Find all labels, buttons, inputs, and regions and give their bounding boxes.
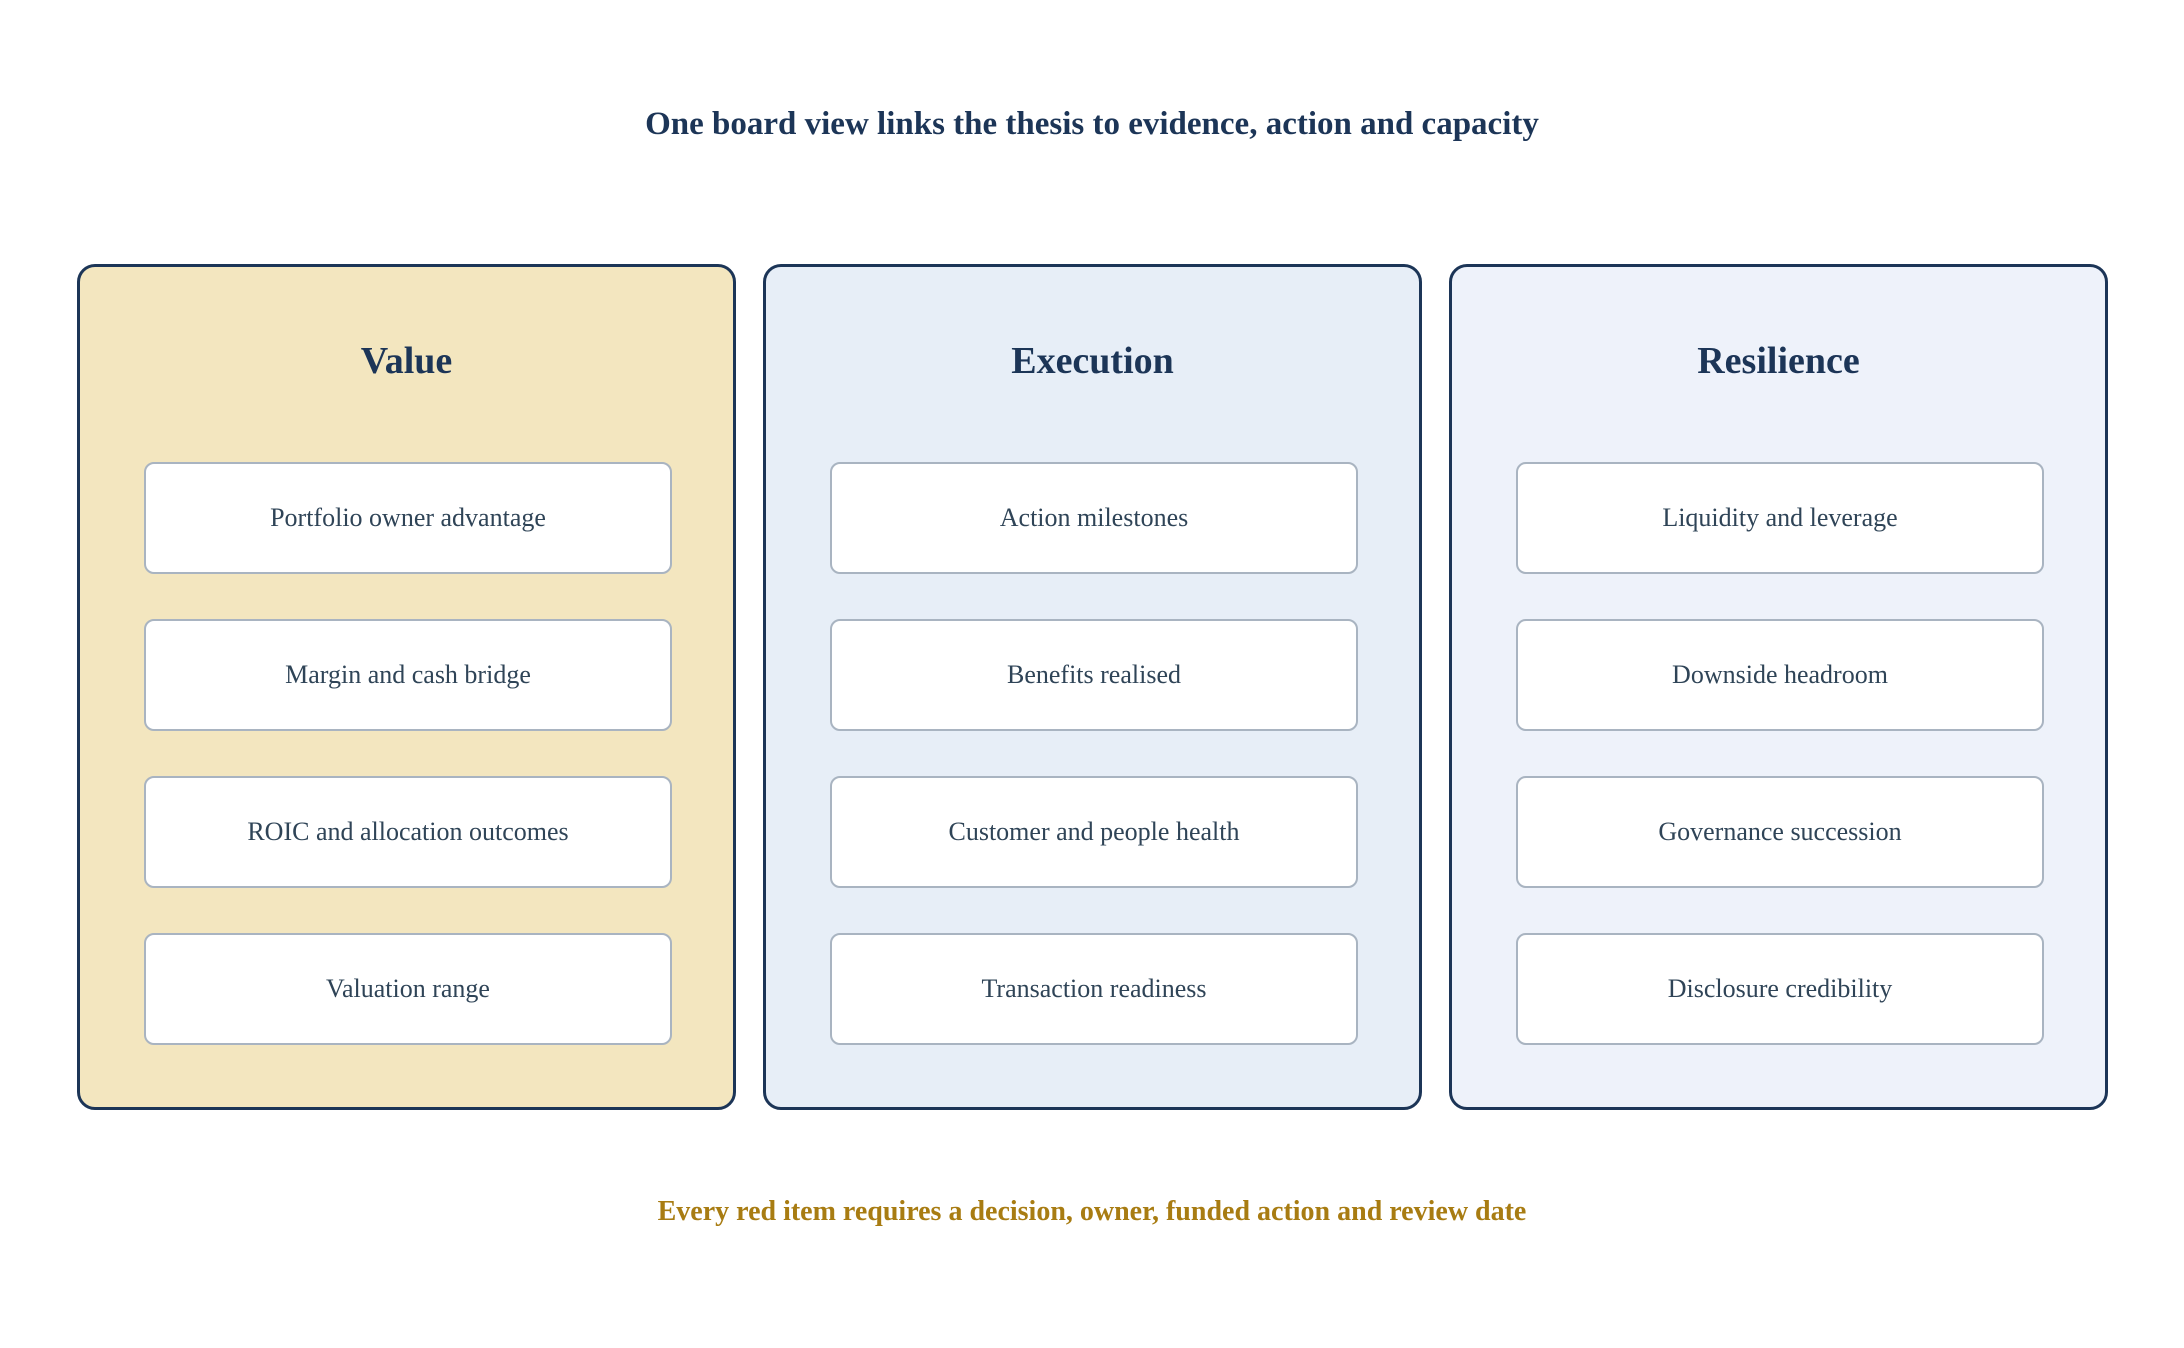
- item-box: Benefits realised: [830, 619, 1358, 731]
- diagram-title: One board view links the thesis to evide…: [645, 106, 1539, 142]
- item-box: Liquidity and leverage: [1516, 462, 2044, 574]
- item-box: Transaction readiness: [830, 933, 1358, 1045]
- item-box: Portfolio owner advantage: [144, 462, 672, 574]
- panel-value: Value Portfolio owner advantage Margin a…: [77, 264, 736, 1110]
- item-box: Disclosure credibility: [1516, 933, 2044, 1045]
- panel-resilience: Resilience Liquidity and leverage Downsi…: [1449, 264, 2108, 1110]
- panel-heading: Resilience: [1697, 340, 1860, 382]
- item-box: Action milestones: [830, 462, 1358, 574]
- item-box: ROIC and allocation outcomes: [144, 776, 672, 888]
- panel-heading: Execution: [1011, 340, 1174, 382]
- panel-heading: Value: [360, 340, 453, 382]
- footer-note: Every red item requires a decision, owne…: [657, 1196, 1527, 1227]
- item-box: Margin and cash bridge: [144, 619, 672, 731]
- item-box: Governance succession: [1516, 776, 2044, 888]
- item-box: Customer and people health: [830, 776, 1358, 888]
- item-box: Valuation range: [144, 933, 672, 1045]
- panel-execution: Execution Action milestones Benefits rea…: [763, 264, 1422, 1110]
- item-box: Downside headroom: [1516, 619, 2044, 731]
